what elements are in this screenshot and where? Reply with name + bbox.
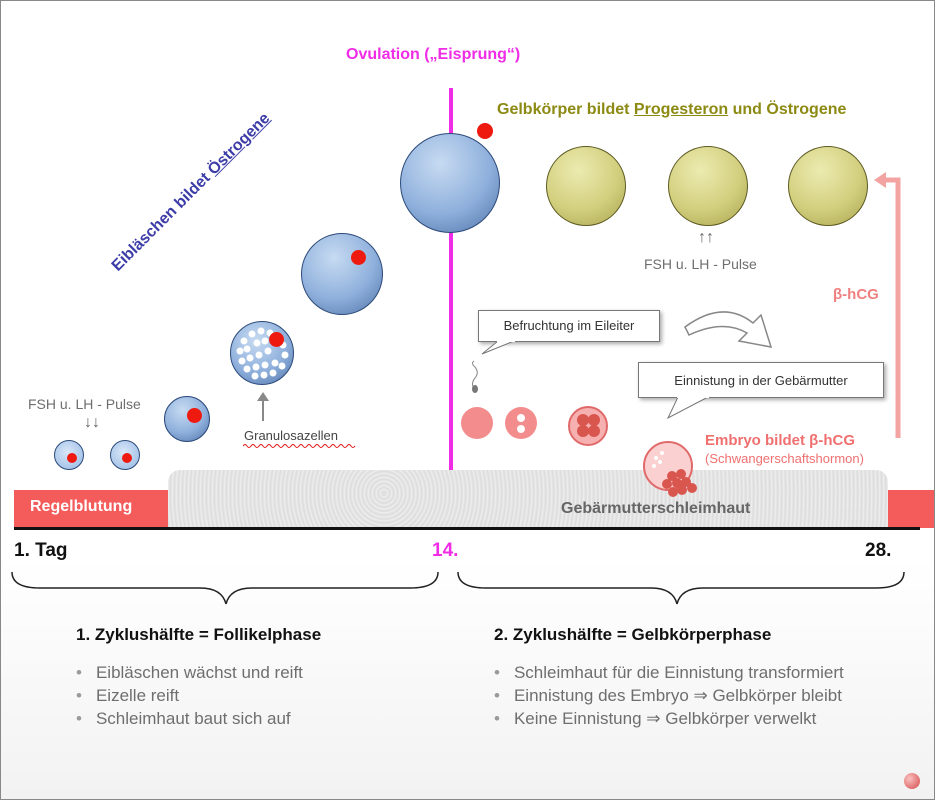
hcg-feedback-arrow xyxy=(874,172,901,438)
egg-cell-2 xyxy=(122,453,132,463)
phase-2-bullet-1: • Schleimhaut für die Einnistung transfor… xyxy=(494,663,844,683)
gelbkoerper-suffix: und Östrogene xyxy=(728,101,847,118)
gelbkoerper-prefix: Gelbkörper bildet xyxy=(497,101,634,118)
two-cell-stage xyxy=(505,407,537,439)
egg-cell-3 xyxy=(187,408,202,423)
blastomere-3 xyxy=(577,425,589,437)
timeline-axis xyxy=(14,527,920,530)
cell-nucleus-2 xyxy=(517,425,525,433)
granulosa-label: Granulosazellen xyxy=(244,428,338,443)
follicle-mature xyxy=(400,133,500,233)
gebaermutter-label: Gebärmutterschleimhaut xyxy=(561,500,751,517)
corpus-luteum-1 xyxy=(546,146,626,226)
egg-cell-4 xyxy=(269,332,284,347)
ovulation-label: Ovulation („Eisprung“) xyxy=(346,46,521,63)
befruchtung-callout: Befruchtung im Eileiter xyxy=(478,310,660,342)
phase-1-bullet-text-1: Eibläschen wächst und reift xyxy=(95,663,303,682)
phase-2-bullet-2: • Einnistung des Embryo ⇒ Gelbkörper blei… xyxy=(494,686,842,706)
blastomere-2 xyxy=(588,414,600,426)
phase-1-bullet-1: • Eibläschen wächst und reift xyxy=(76,663,303,683)
blastomere-1 xyxy=(577,414,589,426)
fsh-lh-pulse-right: FSH u. LH - Pulse xyxy=(644,256,757,272)
phase-1-bullet-text-3: Schleimhaut baut sich auf xyxy=(95,709,291,728)
blastocyst xyxy=(643,441,697,497)
bullet-dot: • xyxy=(494,686,500,705)
day-14-label: 14. xyxy=(432,540,459,561)
day-1-label: 1. Tag xyxy=(14,540,68,561)
corpus-luteum-2 xyxy=(668,146,748,226)
released-egg xyxy=(477,123,493,139)
phase-1-bullet-text-2: Eizelle reift xyxy=(95,686,180,705)
bullet-dot: • xyxy=(494,709,500,728)
day-28-label: 28. xyxy=(865,540,892,561)
phase-2-bullet-text-3: Keine Einnistung ⇒ Gelbkörper verwelkt xyxy=(513,709,817,728)
spellcheck-underline xyxy=(243,444,356,448)
granulosa-cells xyxy=(236,327,288,379)
egg-cell-1 xyxy=(67,453,77,463)
ovulation-line xyxy=(449,88,453,528)
embryo-subtitle: (Schwangerschaftshormon) xyxy=(705,451,864,466)
regelblutung-label: Regelblutung xyxy=(30,498,133,515)
phase-1-bullet-2: • Eizelle reift xyxy=(76,686,179,706)
bullet-dot: • xyxy=(76,709,82,728)
corner-ball-icon xyxy=(904,773,920,789)
phase-2-title: 2. Zyklushälfte = Gelbkörperphase xyxy=(494,625,772,644)
befruchtung-callout-tail xyxy=(481,340,515,355)
phase-2-bullet-text-1: Schleimhaut für die Einnistung transform… xyxy=(513,663,844,682)
sperm-cell xyxy=(472,360,478,393)
four-cell-stage xyxy=(568,406,608,446)
phase-1-bullet-3: • Schleimhaut baut sich auf xyxy=(76,709,291,729)
bullet-dot: • xyxy=(76,663,82,682)
embryo-title: Embryo bildet β-hCG xyxy=(705,432,855,449)
follicle-small-2 xyxy=(110,440,140,470)
regelblutung-block-end xyxy=(888,490,934,528)
egg-cell-5 xyxy=(351,250,366,265)
gelbkoerper-heading: Gelbkörper bildet Progesteron und Östrog… xyxy=(497,101,846,119)
brace-phase-2 xyxy=(457,571,905,605)
einnistung-text: Einnistung in der Gebärmutter xyxy=(674,373,848,388)
fertilized-egg xyxy=(461,407,493,439)
bullet-dot: • xyxy=(76,686,82,705)
cell-nucleus-1 xyxy=(517,414,525,422)
phase-1-title: 1. Zyklushälfte = Follikelphase xyxy=(76,625,322,644)
endometrium-band xyxy=(168,470,888,528)
follicle-large xyxy=(301,233,383,315)
einnistung-callout-tail xyxy=(666,396,709,420)
regelblutung-block xyxy=(14,490,168,528)
einnistung-callout: Einnistung in der Gebärmutter xyxy=(638,362,884,398)
beta-hcg-label: β-hCG xyxy=(833,286,879,303)
corpus-luteum-3 xyxy=(788,146,868,226)
blastomere-4 xyxy=(588,425,600,437)
progesteron-word: Progesteron xyxy=(633,101,729,118)
bullet-dot: • xyxy=(494,663,500,682)
curved-arrow xyxy=(684,311,773,348)
phase-2-bullet-text-2: Einnistung des Embryo ⇒ Gelbkörper bleib… xyxy=(513,686,842,705)
granulosa-arrow xyxy=(257,392,269,421)
phase-2-bullet-3: • Keine Einnistung ⇒ Gelbkörper verwelkt xyxy=(494,709,816,729)
befruchtung-text: Befruchtung im Eileiter xyxy=(503,318,635,333)
follicle-granulosa xyxy=(230,321,294,385)
arrows-up: ↑↑ xyxy=(698,229,714,246)
brace-phase-1 xyxy=(11,571,439,605)
fsh-lh-pulse-left: FSH u. LH - Pulse xyxy=(28,396,141,412)
arrows-down: ↓↓ xyxy=(84,414,100,431)
